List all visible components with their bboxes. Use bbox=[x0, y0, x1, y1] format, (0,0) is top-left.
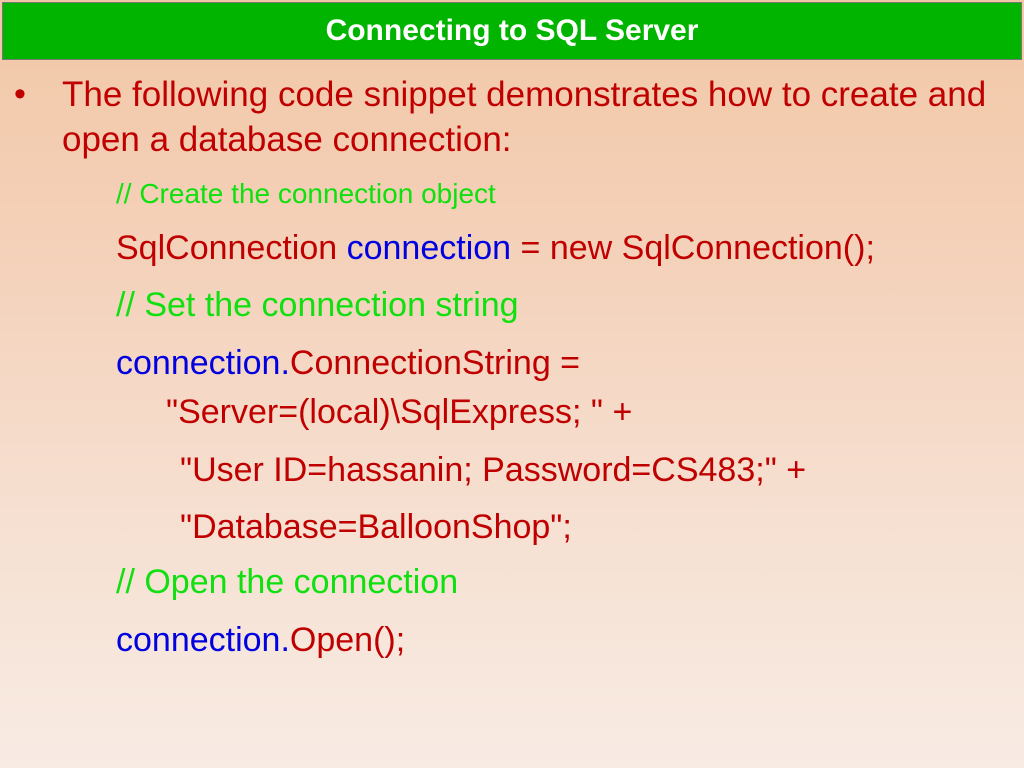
code-variable: connection bbox=[346, 229, 512, 267]
code-method: Open(); bbox=[289, 621, 406, 659]
bullet-item: • The following code snippet demonstrate… bbox=[14, 72, 1004, 162]
code-string: "Server=(local)\SqlExpress; " + bbox=[166, 393, 633, 431]
code-type: SqlConnection bbox=[116, 229, 347, 267]
bullet-text: The following code snippet demonstrates … bbox=[62, 75, 987, 159]
code-assignment: = new SqlConnection(); bbox=[511, 229, 875, 267]
slide-title-bar: Connecting to SQL Server bbox=[2, 2, 1022, 60]
code-line-database: "Database=BalloonShop"; bbox=[180, 507, 572, 547]
comment-text: // Open the connection bbox=[116, 563, 459, 601]
code-variable: connection. bbox=[116, 344, 290, 382]
code-comment-set: // Set the connection string bbox=[116, 285, 519, 325]
code-line-user: "User ID=hassanin; Password=CS483;" + bbox=[180, 450, 806, 490]
code-line-server: "Server=(local)\SqlExpress; " + bbox=[166, 392, 632, 432]
code-line-open: connection.Open(); bbox=[116, 620, 405, 660]
code-line-connection-string: connection.ConnectionString = bbox=[116, 343, 580, 383]
code-string: "Database=BalloonShop"; bbox=[180, 508, 572, 546]
code-comment-open: // Open the connection bbox=[116, 562, 458, 602]
comment-text: // Create the connection object bbox=[116, 178, 496, 209]
code-string: "User ID=hassanin; Password=CS483;" + bbox=[180, 451, 807, 489]
slide-title: Connecting to SQL Server bbox=[325, 14, 699, 47]
bullet-icon: • bbox=[14, 75, 26, 113]
code-line-declaration: SqlConnection connection = new SqlConnec… bbox=[116, 228, 875, 268]
code-property: ConnectionString = bbox=[289, 344, 581, 382]
comment-text: // Set the connection string bbox=[116, 286, 519, 324]
code-variable: connection. bbox=[116, 621, 290, 659]
code-comment-create: // Create the connection object bbox=[116, 174, 496, 214]
